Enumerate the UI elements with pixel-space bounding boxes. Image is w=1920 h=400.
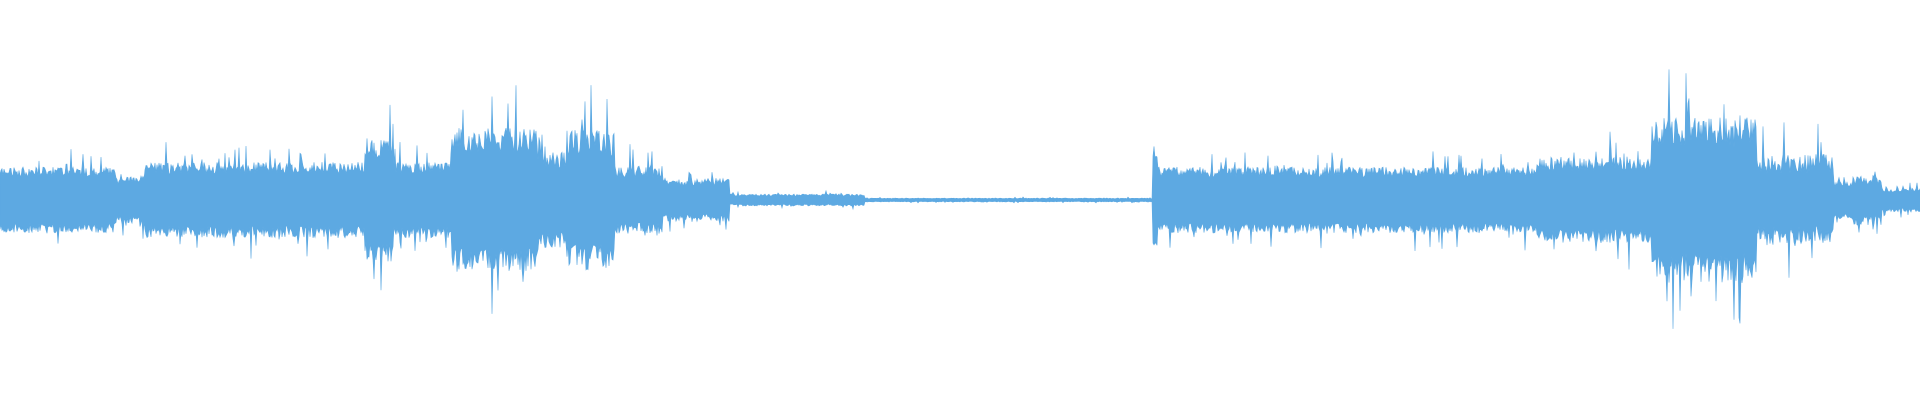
waveform-path	[0, 69, 1920, 329]
